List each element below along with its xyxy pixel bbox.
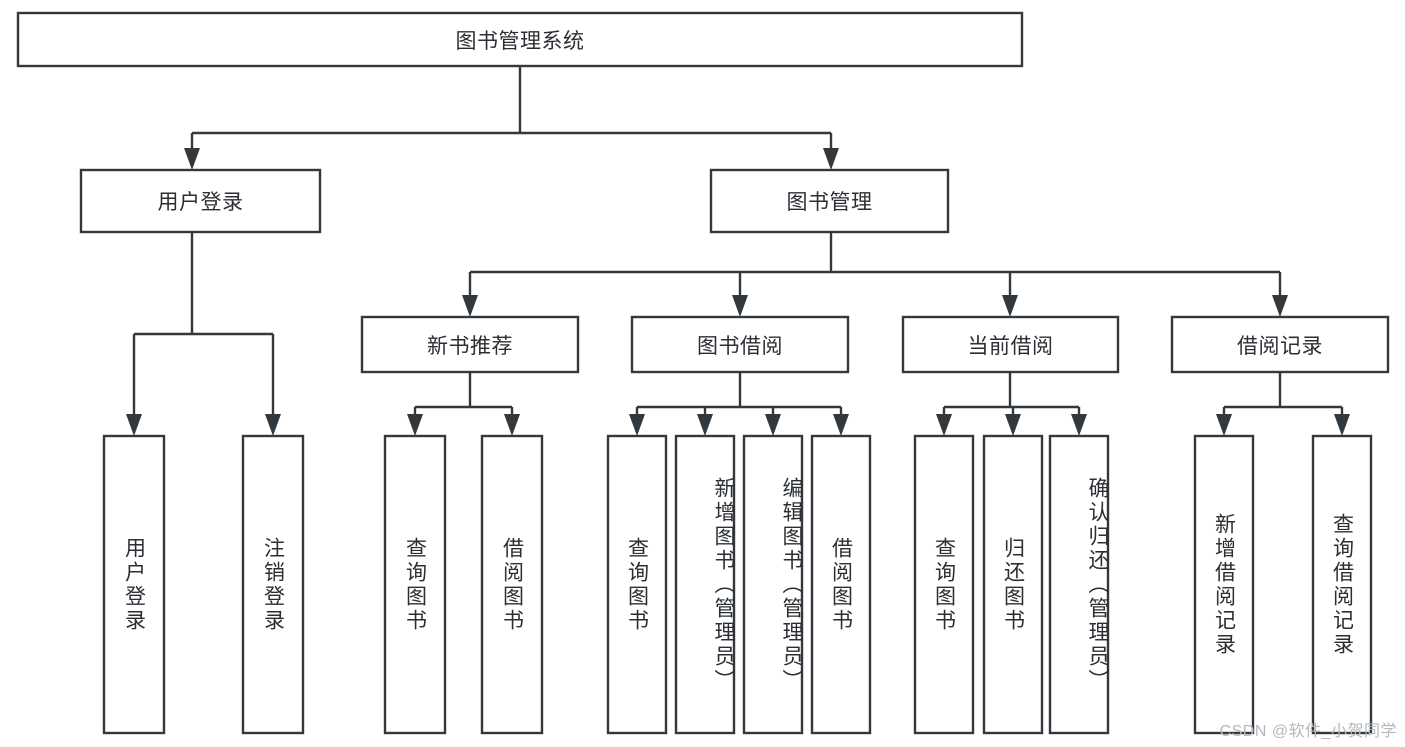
- connectors-book-borrow-children: [629, 372, 849, 436]
- arrow-to-leaf-return-book: [1005, 414, 1021, 436]
- connectors-user-login-children: [126, 232, 281, 436]
- node-box-book-borrow[interactable]: [630, 315, 850, 374]
- arrow-to-leaf-add-book: [697, 414, 713, 436]
- connectors-borrow-record-children: [1216, 372, 1350, 436]
- node-box-leaf-user-login[interactable]: [102, 434, 166, 735]
- connectors-root-to-level2: [184, 66, 839, 170]
- node-box-root[interactable]: [16, 11, 1024, 68]
- arrow-to-leaf-borrow-book-1: [504, 414, 520, 436]
- arrow-to-current-borrow: [1002, 295, 1018, 317]
- node-box-leaf-query-record[interactable]: [1311, 434, 1373, 735]
- node-box-leaf-edit-book[interactable]: [742, 434, 804, 735]
- connectors-new-book-children: [407, 372, 520, 436]
- arrow-to-leaf-borrow-book-2: [833, 414, 849, 436]
- node-box-leaf-add-book[interactable]: [674, 434, 736, 735]
- node-box-leaf-query-book-1[interactable]: [383, 434, 447, 735]
- arrow-to-book-manage: [823, 148, 839, 170]
- arrow-to-user-login: [184, 148, 200, 170]
- arrow-to-book-borrow: [732, 295, 748, 317]
- connectors-book-manage-children: [462, 232, 1288, 317]
- node-box-leaf-add-record[interactable]: [1193, 434, 1255, 735]
- arrow-to-borrow-record: [1272, 295, 1288, 317]
- arrow-to-new-book-recommend: [462, 295, 478, 317]
- node-box-leaf-borrow-book-1[interactable]: [480, 434, 544, 735]
- arrow-to-leaf-confirm-return: [1071, 414, 1087, 436]
- node-box-book-manage[interactable]: [709, 168, 950, 234]
- arrow-to-leaf-query-record: [1334, 414, 1350, 436]
- connectors-current-borrow-children: [936, 372, 1087, 436]
- node-box-leaf-query-book-3[interactable]: [913, 434, 975, 735]
- node-box-current-borrow[interactable]: [901, 315, 1120, 374]
- node-box-leaf-return-book[interactable]: [982, 434, 1044, 735]
- node-box-borrow-record[interactable]: [1170, 315, 1390, 374]
- node-box-leaf-query-book-2[interactable]: [606, 434, 668, 735]
- node-box-leaf-borrow-book-2[interactable]: [810, 434, 872, 735]
- arrow-to-leaf-add-record: [1216, 414, 1232, 436]
- arrow-to-leaf-edit-book: [765, 414, 781, 436]
- arrow-to-leaf-query-book-2: [629, 414, 645, 436]
- node-box-leaf-user-logout[interactable]: [241, 434, 305, 735]
- arrow-to-leaf-query-book-1: [407, 414, 423, 436]
- node-box-user-login[interactable]: [79, 168, 322, 234]
- arrow-to-leaf-user-login: [126, 414, 142, 436]
- node-box-leaf-confirm-return[interactable]: [1048, 434, 1110, 735]
- node-box-new-book-recommend[interactable]: [360, 315, 580, 374]
- arrow-to-leaf-user-logout: [265, 414, 281, 436]
- csdn-watermark: CSDN @软件_小贺同学: [1219, 723, 1397, 740]
- arrow-to-leaf-query-book-3: [936, 414, 952, 436]
